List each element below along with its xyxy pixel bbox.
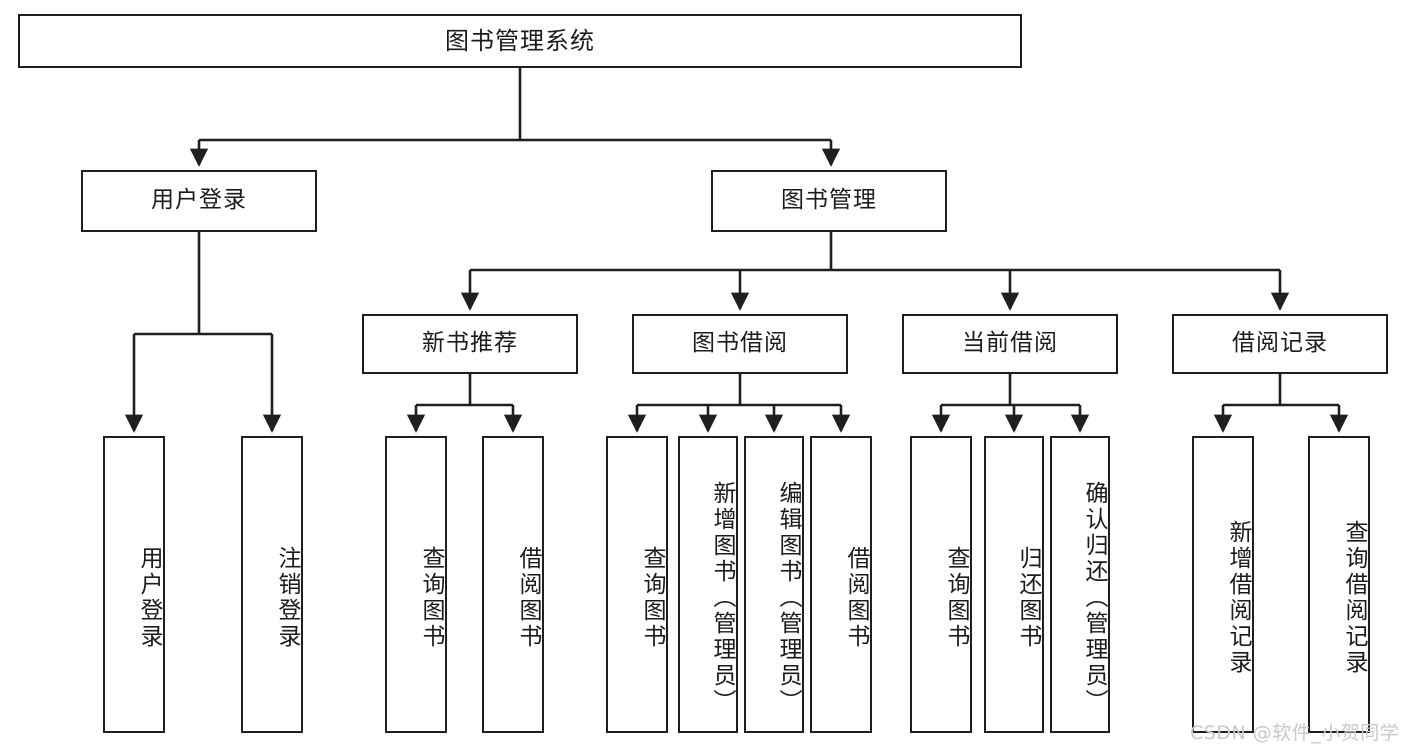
node-book-management[interactable]: 图书管理 — [711, 170, 947, 232]
node-current-borrow[interactable]: 当前借阅 — [902, 314, 1118, 374]
node-new-book-recommend[interactable]: 新书推荐 — [362, 314, 578, 374]
node-book-borrow-label: 图书借阅 — [692, 330, 788, 357]
leaf-confirm-return-admin[interactable]: 确认归还（管理员） — [1050, 436, 1110, 733]
leaf-add-book-admin[interactable]: 新增图书（管理员） — [678, 436, 738, 733]
leaf-query-borrow-record-label: 查询借阅记录 — [1341, 519, 1367, 676]
leaf-edit-book-admin[interactable]: 编辑图书（管理员） — [744, 436, 804, 733]
node-book-management-label: 图书管理 — [781, 187, 877, 214]
node-book-borrow[interactable]: 图书借阅 — [632, 314, 848, 374]
node-new-book-recommend-label: 新书推荐 — [422, 330, 518, 357]
leaf-query-book-current-label: 查询图书 — [943, 545, 969, 650]
leaf-borrow-book-newbook-label: 借阅图书 — [515, 545, 541, 650]
leaf-query-book-newbook[interactable]: 查询图书 — [385, 436, 447, 733]
leaf-query-borrow-record[interactable]: 查询借阅记录 — [1308, 436, 1370, 733]
leaf-edit-book-admin-label: 编辑图书（管理员） — [775, 480, 801, 715]
node-current-borrow-label: 当前借阅 — [962, 330, 1058, 357]
leaf-borrow-book[interactable]: 借阅图书 — [810, 436, 872, 733]
leaf-confirm-return-admin-label: 确认归还（管理员） — [1081, 480, 1107, 715]
leaf-query-book-borrow[interactable]: 查询图书 — [606, 436, 668, 733]
leaf-borrow-book-label: 借阅图书 — [843, 545, 869, 650]
leaf-query-book-current[interactable]: 查询图书 — [910, 436, 972, 733]
leaf-query-book-borrow-label: 查询图书 — [639, 545, 665, 650]
leaf-return-book-label: 归还图书 — [1015, 545, 1041, 650]
node-user-login[interactable]: 用户登录 — [81, 170, 317, 232]
leaf-user-login[interactable]: 用户登录 — [103, 436, 165, 733]
node-root-label: 图书管理系统 — [445, 26, 595, 55]
leaf-logout[interactable]: 注销登录 — [241, 436, 303, 733]
leaf-return-book[interactable]: 归还图书 — [984, 436, 1044, 733]
leaf-logout-label: 注销登录 — [274, 545, 300, 650]
leaf-add-borrow-record[interactable]: 新增借阅记录 — [1192, 436, 1254, 733]
leaf-borrow-book-newbook[interactable]: 借阅图书 — [482, 436, 544, 733]
node-borrow-record-label: 借阅记录 — [1232, 330, 1328, 357]
leaf-query-book-newbook-label: 查询图书 — [418, 545, 444, 650]
node-borrow-record[interactable]: 借阅记录 — [1172, 314, 1388, 374]
leaf-add-borrow-record-label: 新增借阅记录 — [1225, 519, 1251, 676]
leaf-add-book-admin-label: 新增图书（管理员） — [709, 480, 735, 715]
node-root[interactable]: 图书管理系统 — [18, 14, 1022, 68]
leaf-user-login-label: 用户登录 — [136, 545, 162, 650]
node-user-login-label: 用户登录 — [151, 187, 247, 214]
csdn-watermark: CSDN @软件_小贺同学 — [1190, 722, 1400, 744]
